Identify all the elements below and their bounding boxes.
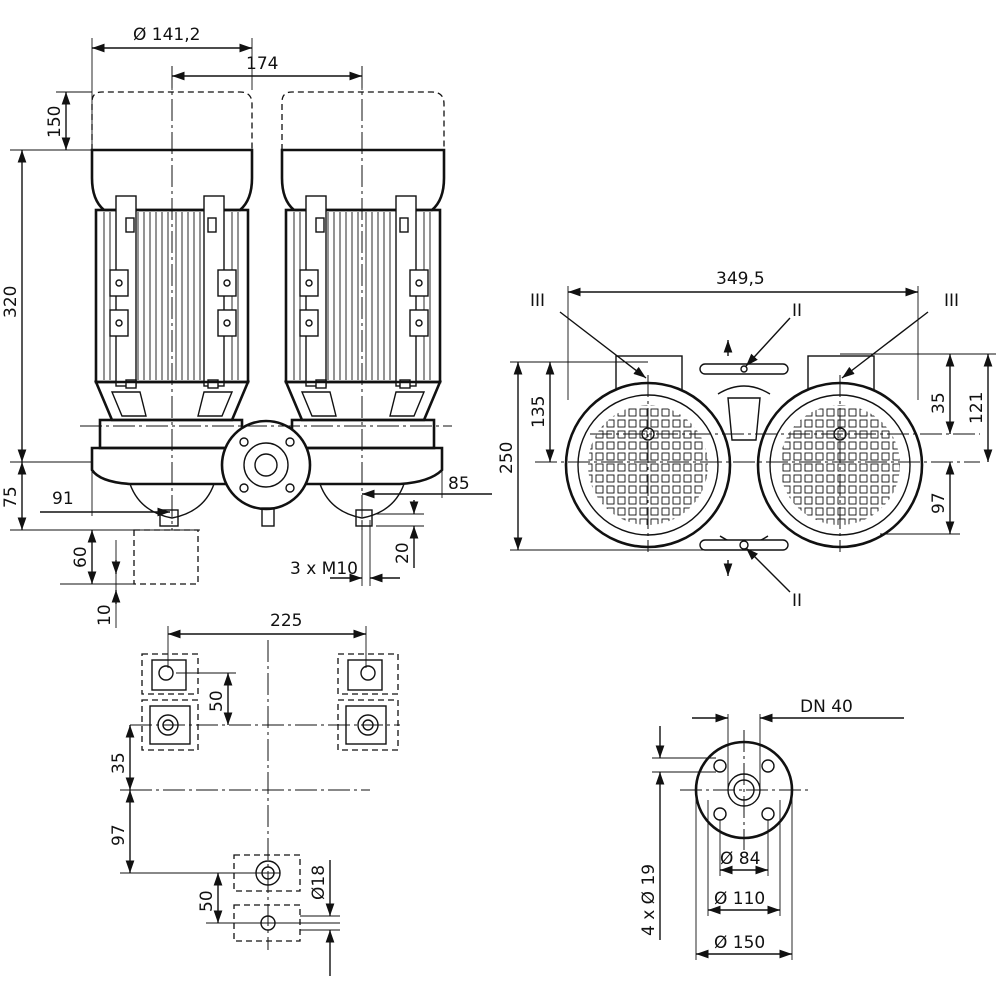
label-right-iii: III — [944, 291, 959, 311]
dim-motor-height: 320 — [1, 286, 21, 318]
dim-foot-base: 10 — [95, 604, 115, 626]
dim-foot-hole: Ø18 — [309, 865, 329, 900]
dim-side-offset: 85 — [448, 474, 470, 494]
dim-foot-width: 225 — [270, 611, 302, 631]
dn-label: DN 40 — [800, 697, 853, 717]
dim-flange-holes: 4 x Ø 19 — [639, 864, 659, 936]
dim-axis-distance: 174 — [246, 54, 278, 74]
label-top-ii: II — [792, 301, 802, 321]
dim-flange-height: 75 — [1, 486, 21, 508]
dim-hood-height: 150 — [45, 106, 65, 138]
dim-foot-height: 60 — [71, 546, 91, 568]
label-left-iii: III — [530, 291, 545, 311]
dim-foot-offset: 91 — [52, 489, 74, 509]
dim-top-upper-offset: 135 — [529, 396, 549, 428]
dim-right-total: 121 — [967, 392, 987, 424]
dim-flange-bolt-circle: Ø 110 — [714, 889, 765, 909]
dim-foot-offset-35: 35 — [109, 752, 129, 774]
foot-plan: 225 50 35 97 50 Ø18 — [109, 611, 400, 976]
dim-foot-upper-pitch: 50 — [207, 690, 227, 712]
dim-foot-lower-pitch: 50 — [197, 890, 217, 912]
dim-top-height: 250 — [497, 442, 517, 474]
dim-thread-depth: 20 — [393, 542, 413, 564]
dim-motor-diameter: Ø 141,2 — [133, 25, 200, 45]
dim-foot-lower-offset: 97 — [109, 824, 129, 846]
top-view: 349,5 250 135 35 121 97 III III II II — [497, 269, 996, 611]
dim-flange-outer: Ø 150 — [714, 933, 765, 953]
thread-label: 3 x M10 — [290, 559, 358, 579]
dim-right-upper: 35 — [929, 392, 949, 414]
front-view: Ø 141,2 174 150 320 75 91 85 60 10 20 3 … — [1, 25, 492, 628]
flange-view: DN 40 Ø 84 Ø 110 Ø 150 4 x Ø 19 — [639, 697, 904, 960]
dim-flange-inner: Ø 84 — [720, 849, 760, 869]
dim-right-lower: 97 — [929, 492, 949, 514]
label-bottom-ii: II — [792, 591, 802, 611]
dim-top-width: 349,5 — [716, 269, 765, 289]
